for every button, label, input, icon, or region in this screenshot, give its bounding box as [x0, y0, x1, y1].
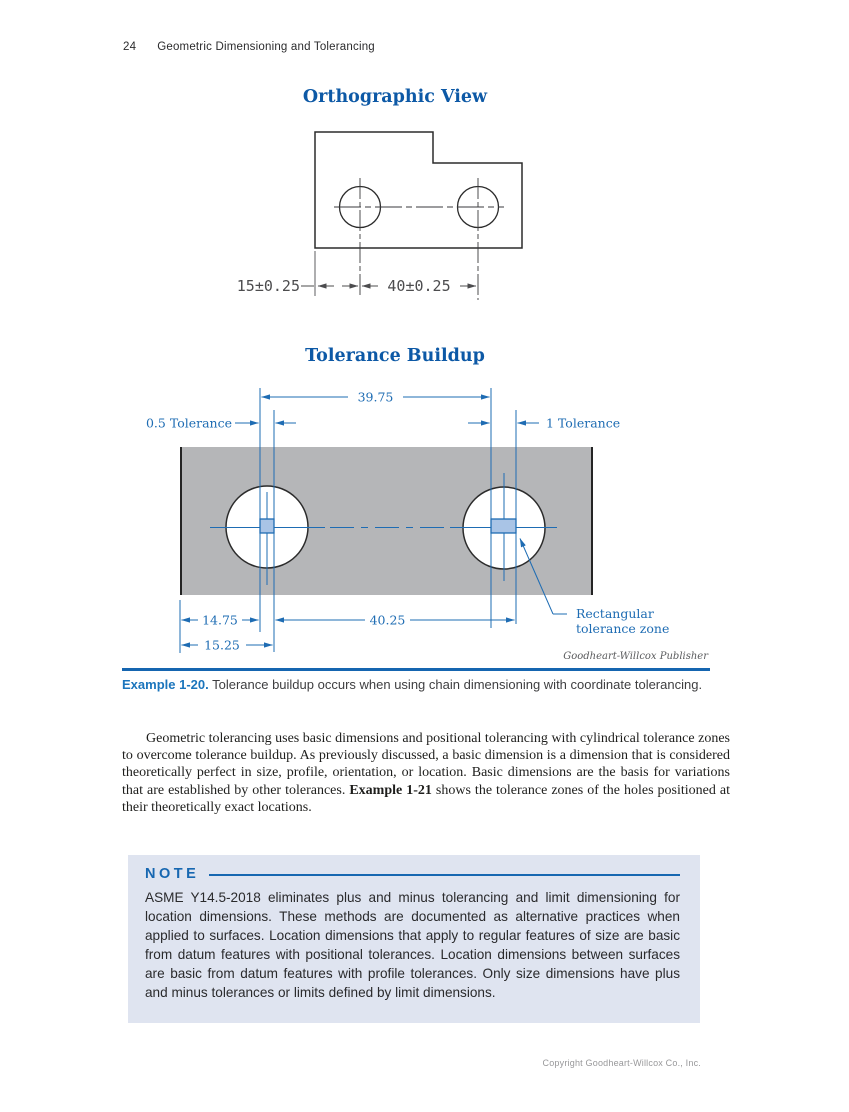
- body-text-1: Geometric tolerancing uses basic dimensi…: [122, 731, 730, 798]
- dim-3975-text: 39.75: [358, 390, 394, 405]
- dim-40-text: 40±0.25: [387, 277, 450, 295]
- page-number: 24: [123, 41, 137, 53]
- tolerance-zone-right: [490, 518, 517, 534]
- body-text-2: shows the tolerance zones of the holes p…: [122, 782, 730, 815]
- orthographic-view-drawing: 15±0.25 40±0.25: [237, 131, 523, 300]
- body-paragraph: Geometric tolerancing uses basic dimensi…: [122, 730, 730, 816]
- caption-label: Example 1-20.: [122, 677, 209, 692]
- page-header: 24 Geometric Dimensioning and Tolerancing: [123, 41, 375, 53]
- tolerance-1-label: 1 Tolerance: [546, 416, 620, 431]
- body-example-ref: Example 1-21: [349, 782, 432, 798]
- note-box: NOTE ASME Y14.5-2018 eliminates plus and…: [128, 855, 700, 1023]
- running-head: Geometric Dimensioning and Tolerancing: [157, 41, 375, 53]
- dim-15-text: 15±0.25: [237, 277, 300, 295]
- page-footer: Copyright Goodheart-Willcox Co., Inc.: [542, 1058, 701, 1068]
- caption-rule: [122, 668, 710, 671]
- dim-1475-text: 14.75: [202, 613, 238, 628]
- caption-text: Tolerance buildup occurs when using chai…: [208, 677, 703, 692]
- tolerance-05-label: 0.5 Tolerance: [146, 416, 232, 431]
- figure-caption: Example 1-20. Tolerance buildup occurs w…: [122, 676, 714, 694]
- publisher-credit: Goodheart-Willcox Publisher: [563, 651, 708, 662]
- note-rule: [209, 873, 680, 876]
- dim-1525-text: 15.25: [204, 638, 240, 653]
- callout-leader-arrow: [519, 538, 554, 615]
- figure2-title: Tolerance Buildup: [305, 346, 485, 366]
- callout-text-line2: tolerance zone: [576, 621, 669, 636]
- figure1-title: Orthographic View: [302, 87, 488, 107]
- part-outline: [314, 131, 523, 249]
- dim-4025-text: 40.25: [370, 613, 406, 628]
- callout-text-line1: Rectangular: [576, 606, 654, 621]
- tolerance-zone-left: [259, 518, 275, 534]
- note-text: ASME Y14.5-2018 eliminates plus and minu…: [145, 890, 680, 1000]
- tolerance-buildup-drawing: 39.75 0.5 Tolerance 1 Tolerance 14.75 40…: [146, 388, 669, 653]
- note-heading: NOTE: [145, 866, 200, 882]
- note-header: NOTE: [145, 866, 680, 882]
